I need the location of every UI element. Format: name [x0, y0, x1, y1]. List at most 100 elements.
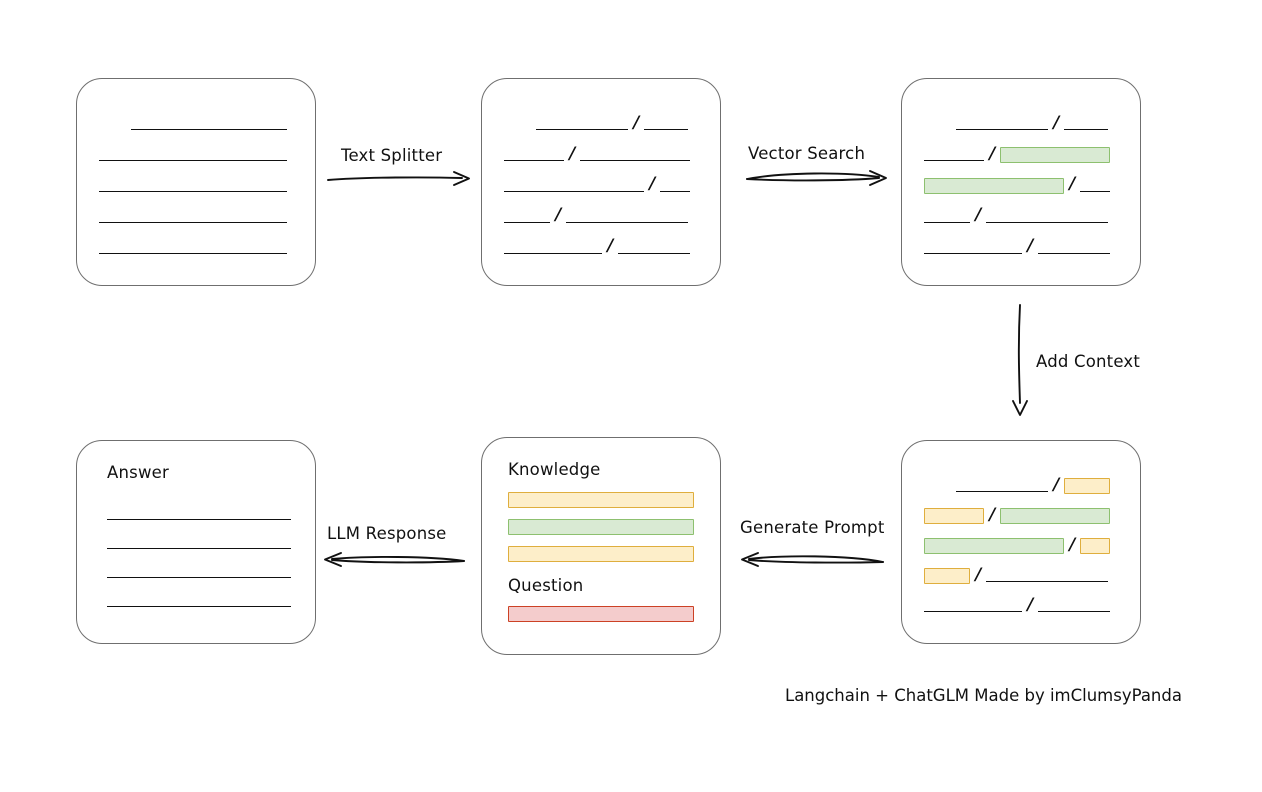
highlight-chunk-yellow — [924, 508, 984, 524]
text-line-row: / — [924, 205, 1118, 226]
highlight-chunk-green — [1000, 508, 1111, 524]
text-line-segment — [536, 129, 628, 131]
slash-separator: / — [569, 143, 576, 164]
slash-separator: / — [975, 564, 982, 585]
arrow-add-context — [1012, 304, 1028, 416]
text-line-segment — [580, 160, 691, 162]
text-line-row — [99, 241, 293, 255]
spacer — [508, 595, 694, 606]
source-document-lines — [99, 109, 293, 263]
slash-separator: / — [1069, 534, 1076, 555]
slash-separator: / — [1027, 236, 1034, 257]
arrow-llm-response — [324, 552, 465, 567]
text-line-segment — [618, 252, 691, 254]
split-chunks-box: / / / / / — [481, 78, 721, 286]
highlight-chunk-yellow — [1064, 478, 1111, 494]
generated-prompt-box: Knowledge Question — [481, 437, 721, 655]
edge-label-llm-response: LLM Response — [327, 524, 447, 543]
text-line-row: / — [504, 205, 698, 226]
answer-line — [107, 605, 291, 607]
text-line-row: / — [504, 112, 698, 133]
slash-separator: / — [607, 236, 614, 257]
text-line-row — [99, 179, 293, 193]
text-line-row: / — [924, 143, 1118, 164]
answer-lines — [107, 506, 291, 621]
highlight-chunk-yellow — [1080, 538, 1111, 554]
text-line-segment — [1080, 190, 1111, 192]
text-line-segment — [99, 190, 287, 192]
context-chunks-lines: / / / / / — [924, 471, 1118, 621]
text-line-segment — [924, 221, 970, 223]
answer-box: Answer — [76, 440, 316, 644]
answer-title: Answer — [107, 463, 169, 482]
text-line-segment — [99, 252, 287, 254]
arrow-vector-search — [746, 170, 887, 186]
slash-separator: / — [975, 205, 982, 226]
text-line-segment — [924, 252, 1022, 254]
text-line-row: / — [924, 236, 1118, 257]
text-line-row: / — [924, 112, 1118, 133]
text-line-segment — [99, 221, 287, 223]
slash-separator: / — [1053, 112, 1060, 133]
source-document-box — [76, 78, 316, 286]
text-line-segment — [924, 160, 984, 162]
spacer — [508, 562, 694, 576]
slash-separator: / — [989, 143, 996, 164]
text-line-segment — [504, 160, 564, 162]
slash-separator: / — [633, 112, 640, 133]
vector-matched-chunks-box: / / / / / — [901, 78, 1141, 286]
text-line-segment — [1038, 252, 1111, 254]
text-line-segment — [660, 190, 691, 192]
text-line-row: / — [924, 534, 1118, 555]
highlight-chunk-green — [924, 538, 1064, 554]
text-line-segment — [1064, 129, 1109, 131]
text-line-row: / — [924, 564, 1118, 585]
prompt-bar-red — [508, 606, 694, 622]
highlight-chunk-green — [1000, 147, 1111, 164]
text-line-row: / — [924, 174, 1118, 195]
text-line-row: / — [504, 176, 698, 193]
footer-credit: Langchain + ChatGLM Made by imClumsyPand… — [785, 686, 1182, 705]
text-line-row: / — [924, 474, 1118, 495]
text-line-segment — [956, 491, 1048, 492]
prompt-bar-yellow — [508, 546, 694, 562]
text-line-segment — [956, 129, 1048, 131]
spacer — [508, 479, 694, 492]
edge-label-generate-prompt: Generate Prompt — [740, 518, 885, 537]
text-line-row — [99, 117, 293, 131]
prompt-inner: Knowledge Question — [508, 460, 694, 634]
slash-separator: / — [1069, 174, 1076, 195]
text-line-segment — [644, 129, 689, 131]
text-line-row: / — [504, 143, 698, 164]
text-line-row — [99, 210, 293, 224]
highlight-chunk-green — [924, 177, 1064, 194]
prompt-bar-yellow — [508, 492, 694, 508]
slash-separator: / — [989, 504, 996, 525]
question-bars — [508, 606, 694, 622]
text-line-row — [99, 148, 293, 162]
text-line-segment — [131, 129, 287, 131]
answer-line — [107, 548, 291, 550]
text-line-segment — [1038, 611, 1111, 612]
text-line-segment — [986, 221, 1109, 223]
context-chunks-box: / / / / / — [901, 440, 1141, 644]
arrow-generate-prompt — [741, 552, 884, 567]
slash-separator: / — [1027, 594, 1034, 615]
answer-line — [107, 576, 291, 578]
answer-line — [107, 519, 291, 521]
edge-label-vector-search: Vector Search — [748, 144, 866, 163]
text-line-segment — [924, 611, 1022, 612]
text-line-row: / — [924, 594, 1118, 615]
slash-separator: / — [1053, 474, 1060, 495]
text-line-row: / — [504, 236, 698, 257]
knowledge-label: Knowledge — [508, 460, 601, 479]
text-line-segment — [986, 581, 1109, 582]
text-line-segment — [504, 221, 550, 223]
text-line-segment — [504, 252, 602, 254]
knowledge-bars — [508, 492, 694, 562]
edge-label-add-context: Add Context — [1036, 352, 1141, 371]
slash-separator: / — [555, 205, 562, 226]
prompt-bar-green — [508, 519, 694, 535]
text-line-segment — [504, 190, 644, 192]
